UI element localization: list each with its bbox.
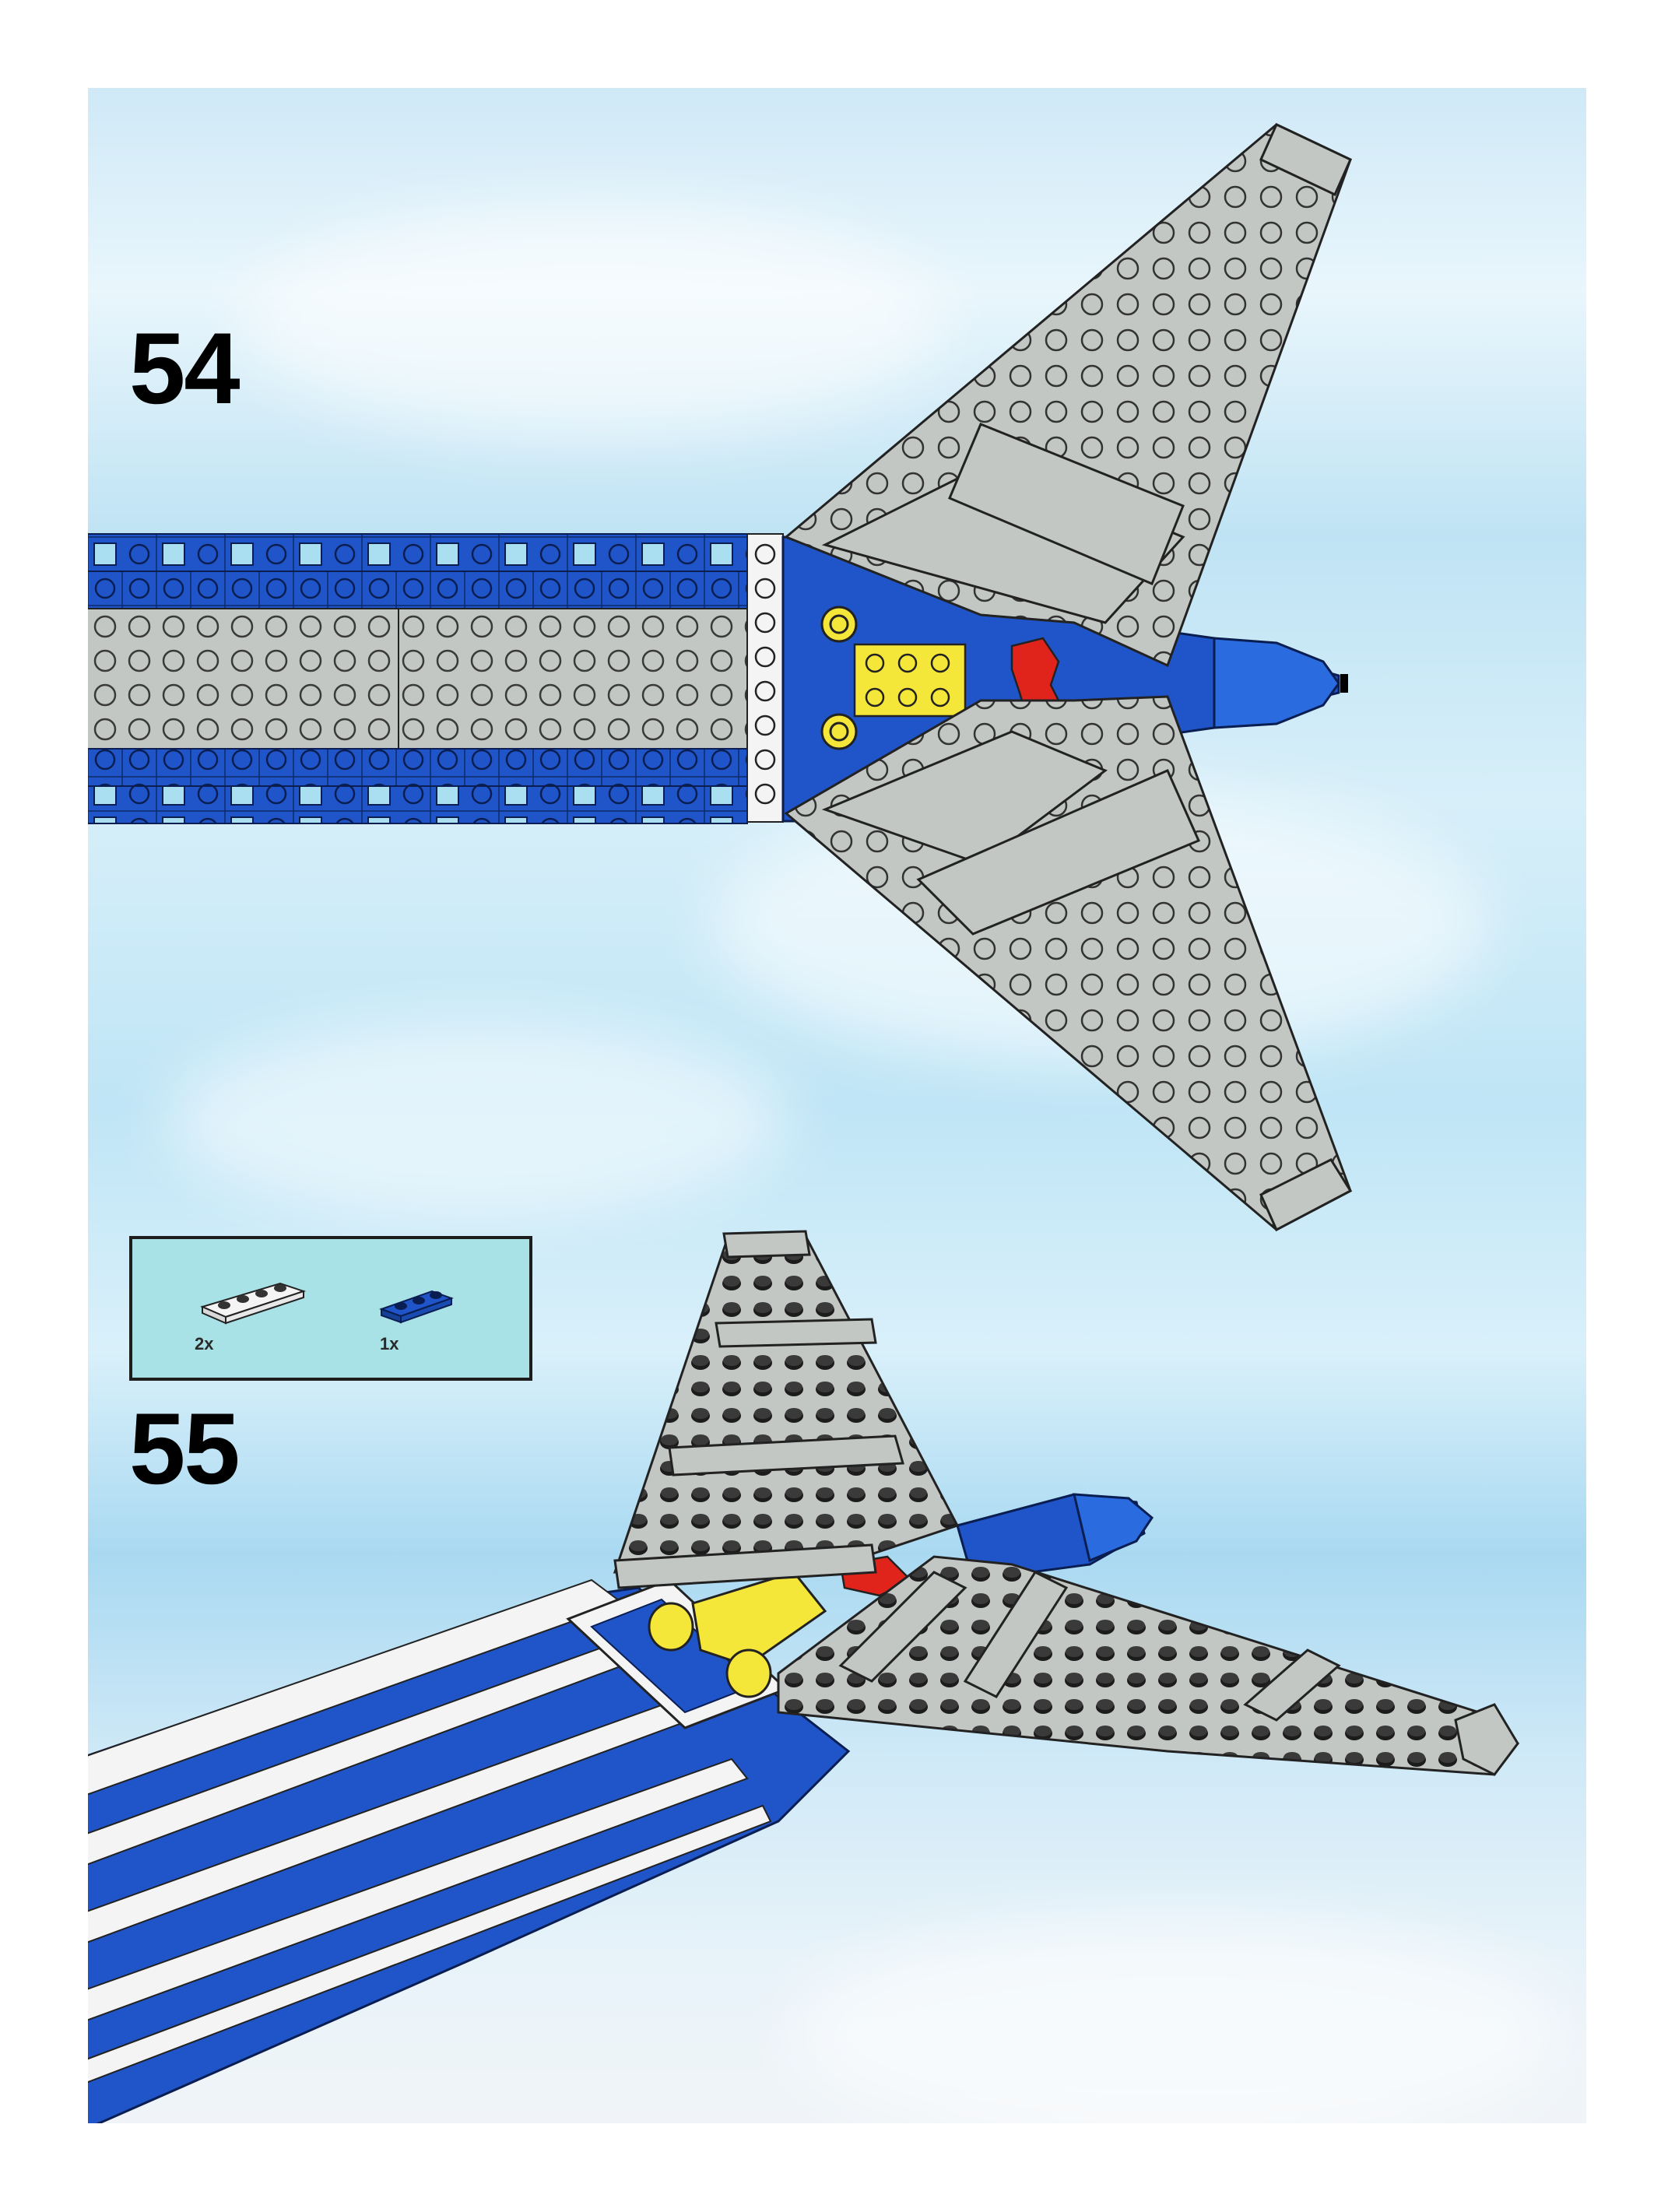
blue-plate-qty: 1x: [380, 1334, 399, 1354]
yellow-round-bottom: [822, 715, 856, 749]
stabilizer: [778, 1557, 1518, 1775]
white-plate-part: [195, 1272, 311, 1326]
step-number-55: 55: [129, 1398, 239, 1499]
fuselage-window-row-bottom: [78, 786, 747, 823]
blue-plate-part: [374, 1280, 459, 1326]
tail-fin: [615, 1236, 957, 1572]
fuselage-gray-plates: [78, 609, 747, 749]
fuselage-blue-row-bottom: [78, 749, 747, 786]
tail-nose: [1214, 638, 1339, 728]
fuselage-window-row-top: [78, 534, 747, 571]
step-number-54: 54: [129, 318, 239, 419]
fuselage-blue-row-top: [78, 571, 747, 609]
white-plate-qty: 2x: [195, 1334, 213, 1354]
parts-callout: 2x 1x: [129, 1236, 532, 1381]
yellow-round-top: [822, 607, 856, 641]
white-plate-column: [747, 534, 783, 822]
